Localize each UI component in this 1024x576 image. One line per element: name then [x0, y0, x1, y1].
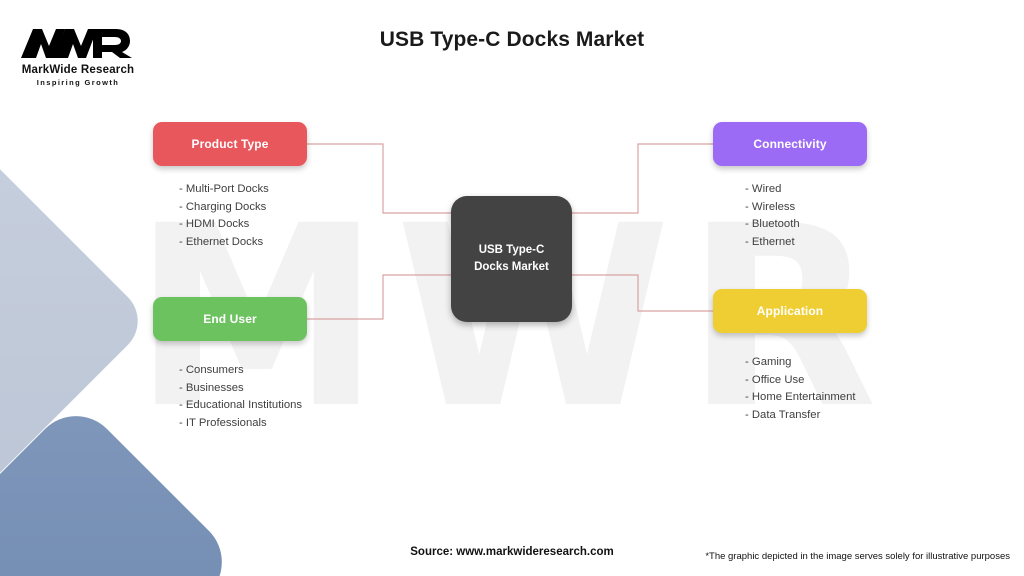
list-item: - Home Entertainment — [745, 391, 856, 404]
branch-application[interactable]: Application - Gaming - Office Use - Home… — [713, 289, 867, 424]
list-item: - IT Professionals — [179, 416, 267, 429]
branch-header-product-type[interactable]: Product Type — [153, 122, 307, 166]
branch-title-connectivity: Connectivity — [753, 137, 827, 151]
connector-product — [307, 143, 451, 214]
list-item: - Ethernet Docks — [179, 235, 264, 248]
branch-title-product-type: Product Type — [191, 137, 269, 151]
center-node-label: USB Type-C Docks Market — [474, 244, 549, 273]
disclaimer-label: *The graphic depicted in the image serve… — [705, 551, 1010, 562]
branch-header-connectivity[interactable]: Connectivity — [713, 122, 867, 166]
branch-end-user[interactable]: End User - Consumers - Businesses - Educ… — [153, 297, 307, 432]
connector-application — [572, 274, 713, 312]
branch-list-application: - Gaming - Office Use - Home Entertainme… — [745, 354, 867, 424]
branch-header-end-user[interactable]: End User — [153, 297, 307, 341]
list-item: - HDMI Docks — [179, 218, 250, 231]
list-item: - Data Transfer — [745, 408, 821, 421]
page-title: USB Type-C Docks Market — [379, 28, 645, 51]
branch-title-application: Application — [756, 304, 824, 318]
list-item: - Gaming — [745, 356, 792, 368]
list-item: - Wired — [745, 183, 782, 195]
list-item: - Ethernet — [745, 235, 795, 248]
branch-list-end-user: - Consumers - Businesses - Educational I… — [179, 362, 307, 432]
brand-logo: MarkWide Research Inspiring Growth — [18, 22, 228, 87]
brand-name: MarkWide Research — [21, 64, 135, 76]
list-item: - Office Use — [745, 373, 805, 386]
connector-connectivity — [572, 143, 713, 214]
branch-header-application[interactable]: Application — [713, 289, 867, 333]
branch-list-product-type: - Multi-Port Docks - Charging Docks - HD… — [179, 181, 307, 251]
brand-tagline: Inspiring Growth — [36, 78, 120, 87]
branch-list-connectivity: - Wired - Wireless - Bluetooth - Etherne… — [745, 181, 867, 251]
mwr-logo-icon — [21, 29, 132, 58]
center-node[interactable]: USB Type-C Docks Market — [451, 196, 572, 322]
connector-enduser — [307, 274, 451, 320]
list-item: - Charging Docks — [179, 200, 267, 213]
list-item: - Businesses — [179, 381, 244, 394]
branch-connectivity[interactable]: Connectivity - Wired - Wireless - Blueto… — [713, 122, 867, 251]
list-item: - Bluetooth — [745, 218, 800, 231]
branch-product-type[interactable]: Product Type - Multi-Port Docks - Chargi… — [153, 122, 307, 251]
list-item: - Wireless — [745, 200, 796, 213]
list-item: - Consumers — [179, 364, 244, 376]
list-item: - Educational Institutions — [179, 399, 303, 412]
branch-title-end-user: End User — [203, 312, 257, 326]
source-label: Source: www.markwideresearch.com — [410, 546, 614, 558]
list-item: - Multi-Port Docks — [179, 183, 269, 195]
